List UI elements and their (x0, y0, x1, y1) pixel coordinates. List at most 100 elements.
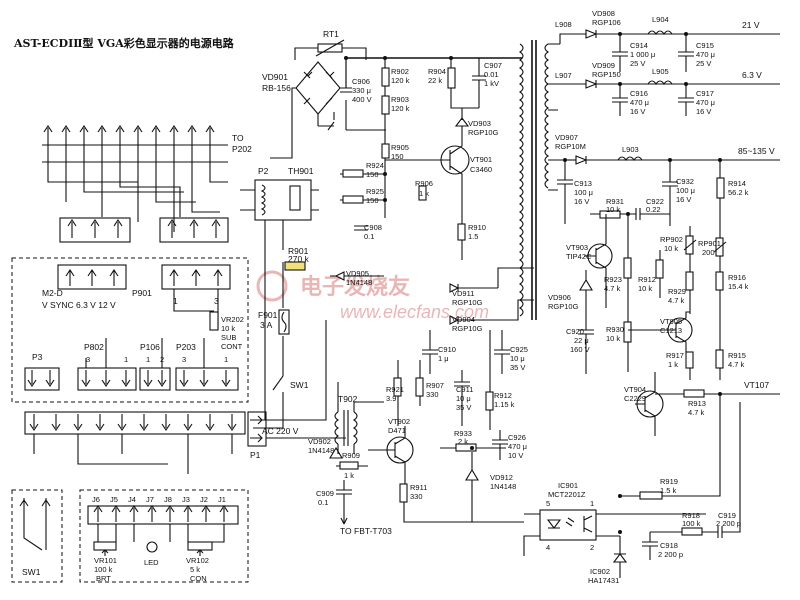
c932-voltage: 16 V (676, 195, 691, 204)
vr101-potentiometer (93, 541, 117, 551)
c917-label: C917 (696, 89, 714, 98)
vt903-label: VT903 (566, 243, 588, 252)
p203-pin1: 1 (224, 355, 228, 364)
watermark-cn: 电子发烧友 (300, 274, 410, 300)
l907-label: L907 (555, 71, 572, 80)
p802-label: P802 (84, 342, 104, 352)
vr102-label: VR102 (186, 556, 209, 565)
r918-label: R918 (682, 511, 700, 520)
c913-label: C913 (574, 179, 592, 188)
r906-value: 1 k (419, 189, 429, 198)
c916-voltage: 16 V (630, 107, 645, 116)
r915-label: R915 (728, 351, 746, 360)
r916-label: R916 (728, 273, 746, 282)
c917-voltage: 16 V (696, 107, 711, 116)
r917-value: 1 k (668, 360, 678, 369)
c911-value: 10 μ (456, 394, 471, 403)
p202-label: P202 (232, 144, 252, 154)
pin3-label: 3 (214, 296, 219, 306)
vr101-label: VR101 (94, 556, 117, 565)
vr202-label: VR202 (221, 315, 244, 324)
c909-label: C909 (316, 489, 334, 498)
c913-voltage: 16 V (574, 197, 589, 206)
vd901-label: VD901 (262, 72, 288, 82)
l903-label: L903 (622, 145, 639, 154)
r907-value: 330 (426, 390, 439, 399)
connector-row-bottom: P3 P802 3 1 P106 1 2 P203 3 1 (24, 338, 239, 391)
c920-voltage: 160 V (570, 345, 590, 354)
c922-value: 0.22 (646, 205, 661, 214)
out21-label: 21 V (742, 20, 760, 30)
r904-label: R904 (428, 67, 446, 76)
output-6v3: L907 VD909 RGP150 L905 6.3 V C916 470 μ … (555, 61, 780, 116)
r931-label: R931 (606, 197, 624, 206)
p802-pin3: 3 (86, 355, 90, 364)
r917-label: R917 (666, 351, 684, 360)
vd905-label: VD905 (346, 269, 369, 278)
c908-label: C908 (364, 223, 382, 232)
c916-value: 470 μ (630, 98, 649, 107)
r912b-value: 10 k (638, 284, 652, 293)
vt905-label: VT905 (660, 317, 682, 326)
vt901-label: VT901 (470, 155, 492, 164)
ic901-package (539, 509, 597, 541)
c925-value: 10 μ (510, 354, 525, 363)
p106-label: P106 (140, 342, 160, 352)
sw1-label: SW1 (290, 380, 309, 390)
p1-connector (247, 411, 267, 447)
vd906-type: RGP10G (548, 302, 579, 311)
j2-label: J2 (200, 495, 208, 504)
m2d-label: M2-D (42, 288, 63, 298)
r930-value: 10 k (606, 334, 620, 343)
rp902-label: RP902 (660, 235, 683, 244)
c926-value: 470 μ (508, 442, 527, 451)
t902-label: T902 (338, 394, 358, 404)
r905-value: 150 (391, 152, 404, 161)
vd902-type: 1N4148 (308, 446, 334, 455)
input-section: P2 TH901 R901 270 k F901 3 A SW1 AC 220 … (240, 166, 346, 460)
r919-label: R919 (660, 477, 678, 486)
c907-label: C907 (484, 61, 502, 70)
r913-label: R913 (688, 399, 706, 408)
connector-block-p202: TO P202 (42, 125, 252, 243)
r909-value: 1 k (344, 471, 354, 480)
schematic-title: AST-ECDIⅡ型 VGA彩色显示器的电源电路 (13, 36, 235, 50)
vd906-label: VD906 (548, 293, 571, 302)
j7-label: J7 (146, 495, 154, 504)
vt904-type: C2229 (624, 394, 646, 403)
r929-label: R929 (668, 287, 686, 296)
r909-label: R909 (342, 451, 360, 460)
led-icon (146, 541, 158, 553)
r911-value: 330 (410, 492, 423, 501)
r903-value: 120 k (391, 104, 410, 113)
r919-value: 1.5 k (660, 486, 677, 495)
sw1-label-bottom: SW1 (22, 567, 41, 577)
r923-label: R923 (604, 275, 622, 284)
connector-p901: M2-D P901 V SYNC 6.3 V 12 V (42, 264, 152, 310)
vd911-type: RGP10G (452, 298, 483, 307)
vt107-label: VT107 (744, 380, 769, 390)
p901-label: P901 (132, 288, 152, 298)
rp901-value: 200 (702, 248, 715, 257)
c920-value: 22 μ (574, 336, 589, 345)
c926-voltage: 10 V (508, 451, 523, 460)
c910-value: 1 μ (438, 354, 449, 363)
r901-value: 270 k (288, 254, 310, 264)
c914-value: 1 000 μ (630, 50, 655, 59)
vr102-potentiometer (187, 541, 213, 551)
r901-resistor (284, 261, 306, 271)
p3-label: P3 (32, 352, 43, 362)
sw1-switch-board: SW1 (19, 498, 51, 577)
c906-value: 330 μ (352, 86, 371, 95)
r929-value: 4.7 k (668, 296, 685, 305)
r930-label: R930 (606, 325, 624, 334)
r901-label: R901 (288, 246, 309, 256)
ic902-type: HA17431 (588, 576, 619, 585)
c917-value: 470 μ (696, 98, 715, 107)
optocoupler-ic901: 5 1 4 2 IC901 MCT2201Z (523, 481, 706, 556)
switching-transformer (519, 40, 568, 320)
c919-value: 2 200 p (716, 519, 741, 528)
vd904-type: RGP10G (452, 324, 483, 333)
th901-label: TH901 (288, 166, 314, 176)
